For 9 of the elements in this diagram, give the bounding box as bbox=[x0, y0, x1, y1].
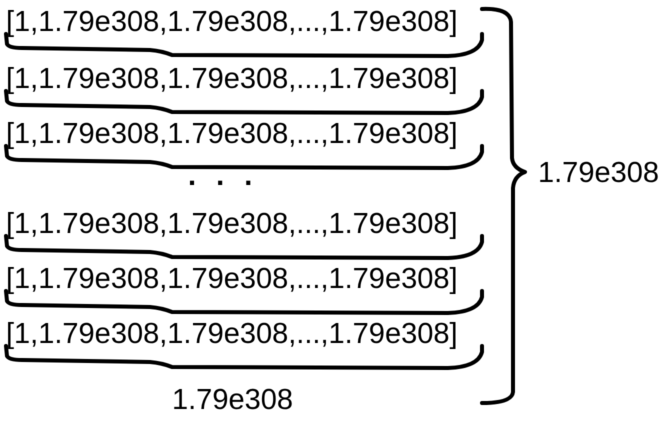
array-text: [1,1.79e308,1.79e308,...,1.79e308] bbox=[6, 63, 458, 95]
array-text: [1,1.79e308,1.79e308,...,1.79e308] bbox=[6, 318, 458, 350]
brace-label: 1.79e308 bbox=[172, 384, 293, 416]
array-text: [1,1.79e308,1.79e308,...,1.79e308] bbox=[6, 118, 458, 150]
array-text: [1,1.79e308,1.79e308,...,1.79e308] bbox=[6, 6, 458, 38]
brace-label: 1.79e308 bbox=[538, 157, 659, 189]
array-text: [1,1.79e308,1.79e308,...,1.79e308] bbox=[6, 208, 458, 240]
ellipsis-text: . . . bbox=[188, 160, 258, 192]
array-text: [1,1.79e308,1.79e308,...,1.79e308] bbox=[6, 263, 458, 295]
